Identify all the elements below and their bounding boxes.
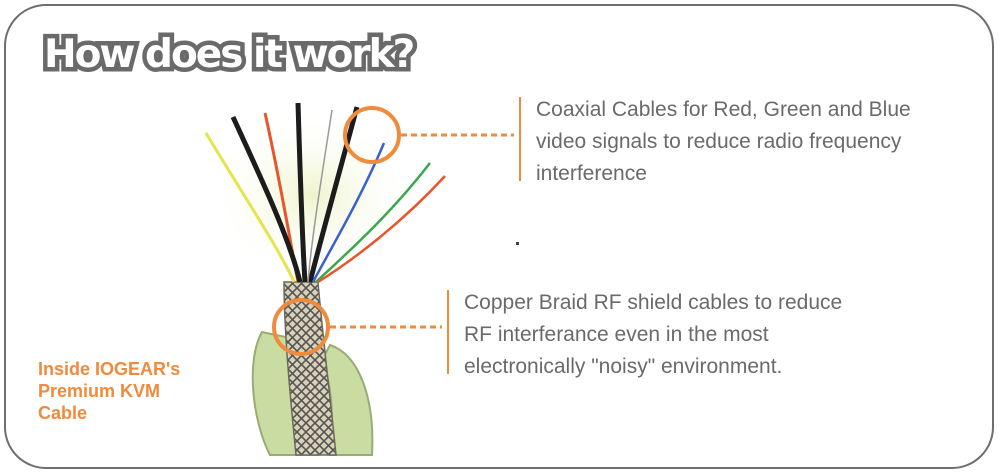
wire-glow (207, 110, 417, 280)
callout-braid-text: Copper Braid RF shield cables to reduce … (464, 291, 843, 378)
wire-green (315, 162, 431, 283)
wire-black-1 (230, 115, 303, 283)
wire-gray (307, 109, 333, 283)
wire-red-right (317, 175, 446, 284)
callout-bracket-top (519, 97, 521, 181)
callout-bracket-bottom (447, 290, 449, 374)
diagram-frame (4, 4, 994, 469)
diagram-title: How does it work? (39, 28, 419, 82)
wire-black-3 (307, 106, 360, 283)
callout-circle-icon (272, 298, 330, 356)
wire-black-2 (295, 102, 308, 283)
callout-circle-icon (343, 106, 401, 164)
stray-dot (516, 242, 519, 245)
copper-braid-shield (283, 281, 337, 456)
callout-coaxial-text: Coaxial Cables for Red, Green and Blue v… (536, 98, 911, 185)
wire-yellow (204, 132, 296, 283)
product-caption: Inside IOGEAR's Premium KVM Cable (38, 359, 181, 423)
